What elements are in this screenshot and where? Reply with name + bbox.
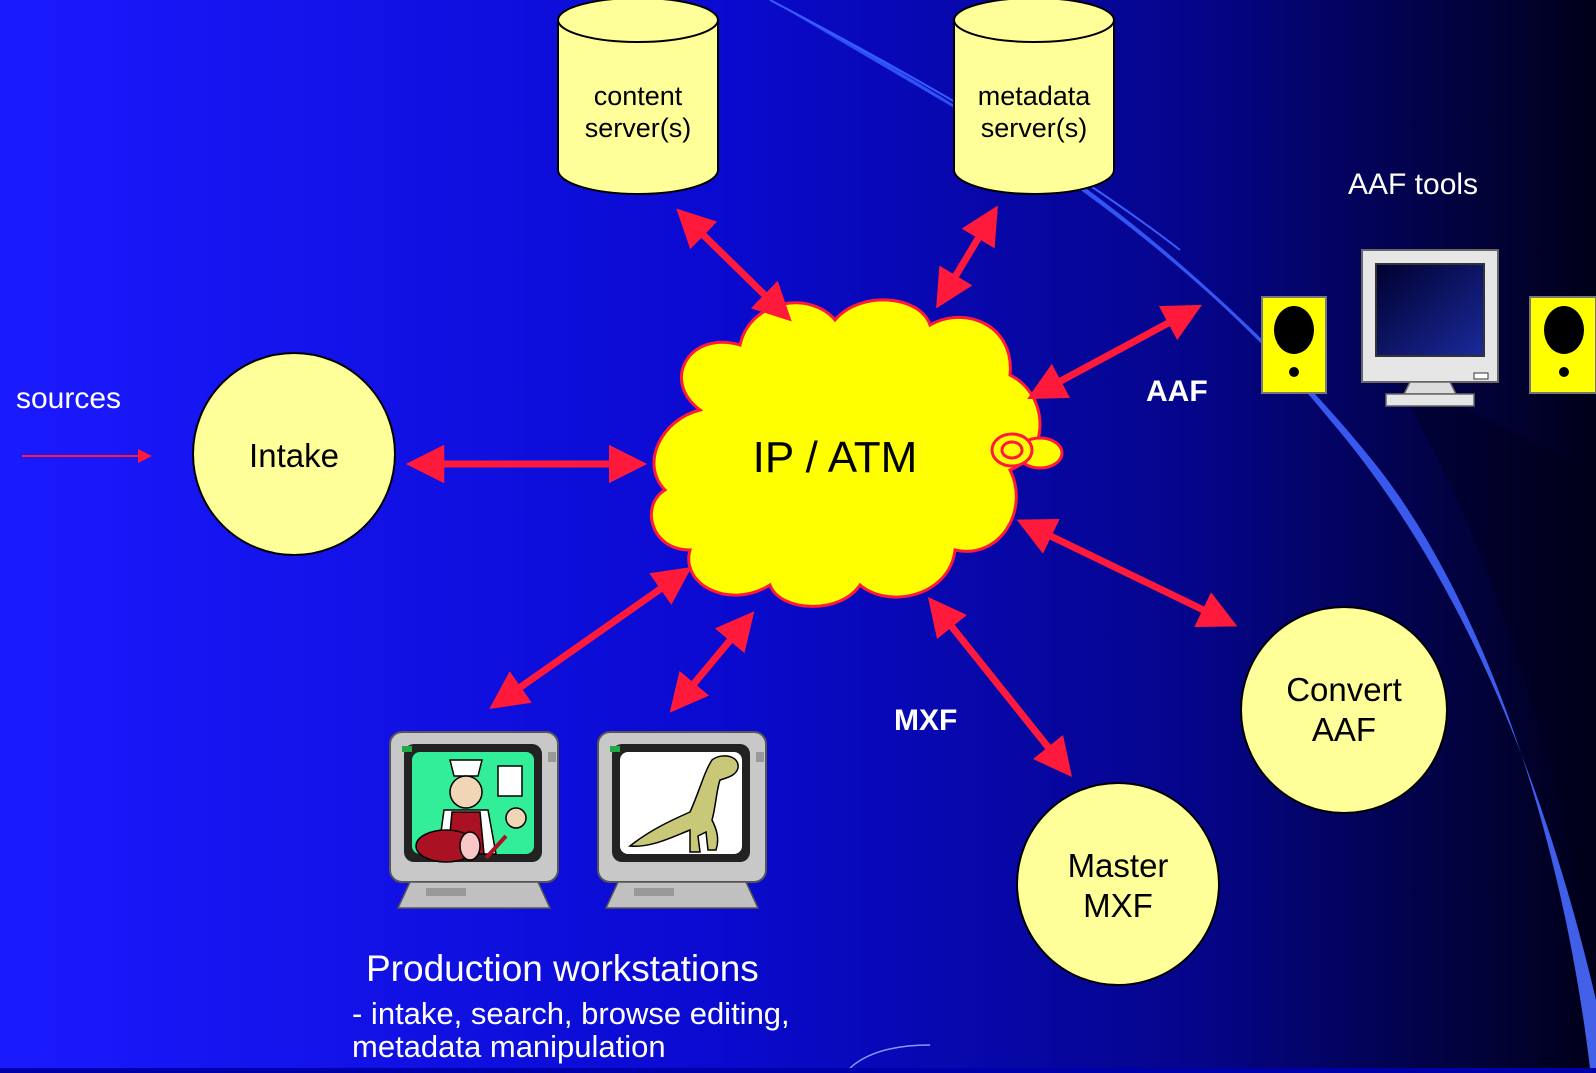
speaker-icon [1529, 296, 1596, 394]
network-cloud [649, 298, 1064, 608]
speaker-icon [1261, 296, 1327, 394]
connection-arrows [405, 205, 1238, 778]
master-mxf-line1: Master [1067, 847, 1169, 884]
monitor-icon [1361, 249, 1499, 407]
arrow-content-server [676, 208, 792, 322]
master-mxf-line2: MXF [1083, 886, 1153, 924]
master-mxf-circle [1016, 782, 1220, 986]
network-label: IP / ATM [752, 433, 918, 482]
metadata-server-line1: metadata [977, 81, 1091, 111]
sources-arrowhead [138, 449, 152, 463]
arrow-aaf-tools [1027, 304, 1202, 400]
content-server-line2: server(s) [584, 113, 692, 144]
metadata-server-label: metadata server(s) [954, 80, 1114, 145]
metadata-server-cylinder [953, 0, 1115, 195]
convert-aaf-label: Convert AAF [1244, 670, 1444, 749]
production-desc-line2: metadata manipulation [352, 1029, 666, 1064]
decorative-curl [849, 1044, 931, 1069]
butcher-workstation-icon [389, 731, 559, 909]
arrow-master-mxf [927, 596, 1073, 778]
production-desc-line1: - intake, search, browse editing, [352, 996, 790, 1031]
content-server-line1: content [593, 81, 683, 111]
arrow-workstation-1 [489, 566, 692, 710]
convert-aaf-line1: Convert [1286, 671, 1402, 708]
intake-label: Intake [249, 437, 339, 474]
production-title: Production workstations [366, 948, 759, 989]
metadata-server-line2: server(s) [980, 113, 1088, 144]
arrow-convert-aaf [1016, 519, 1238, 627]
master-mxf-label: Master MXF [1018, 846, 1218, 925]
convert-aaf-circle [1240, 606, 1448, 814]
convert-aaf-line2: AAF [1311, 710, 1377, 748]
dinosaur-workstation-icon [597, 731, 767, 909]
swoosh-shadow [1390, 370, 1596, 1000]
arrow-metadata-server [936, 205, 998, 309]
aaf-tools-label: AAF tools [1348, 168, 1479, 201]
sources-label: sources [16, 382, 122, 415]
aaf-link-label: AAF [1146, 375, 1208, 408]
arrow-workstation-2 [669, 611, 755, 713]
intake-circle [192, 352, 396, 556]
content-server-cylinder [557, 0, 719, 195]
mxf-link-label: MXF [894, 704, 958, 737]
content-server-label: content server(s) [558, 80, 718, 145]
